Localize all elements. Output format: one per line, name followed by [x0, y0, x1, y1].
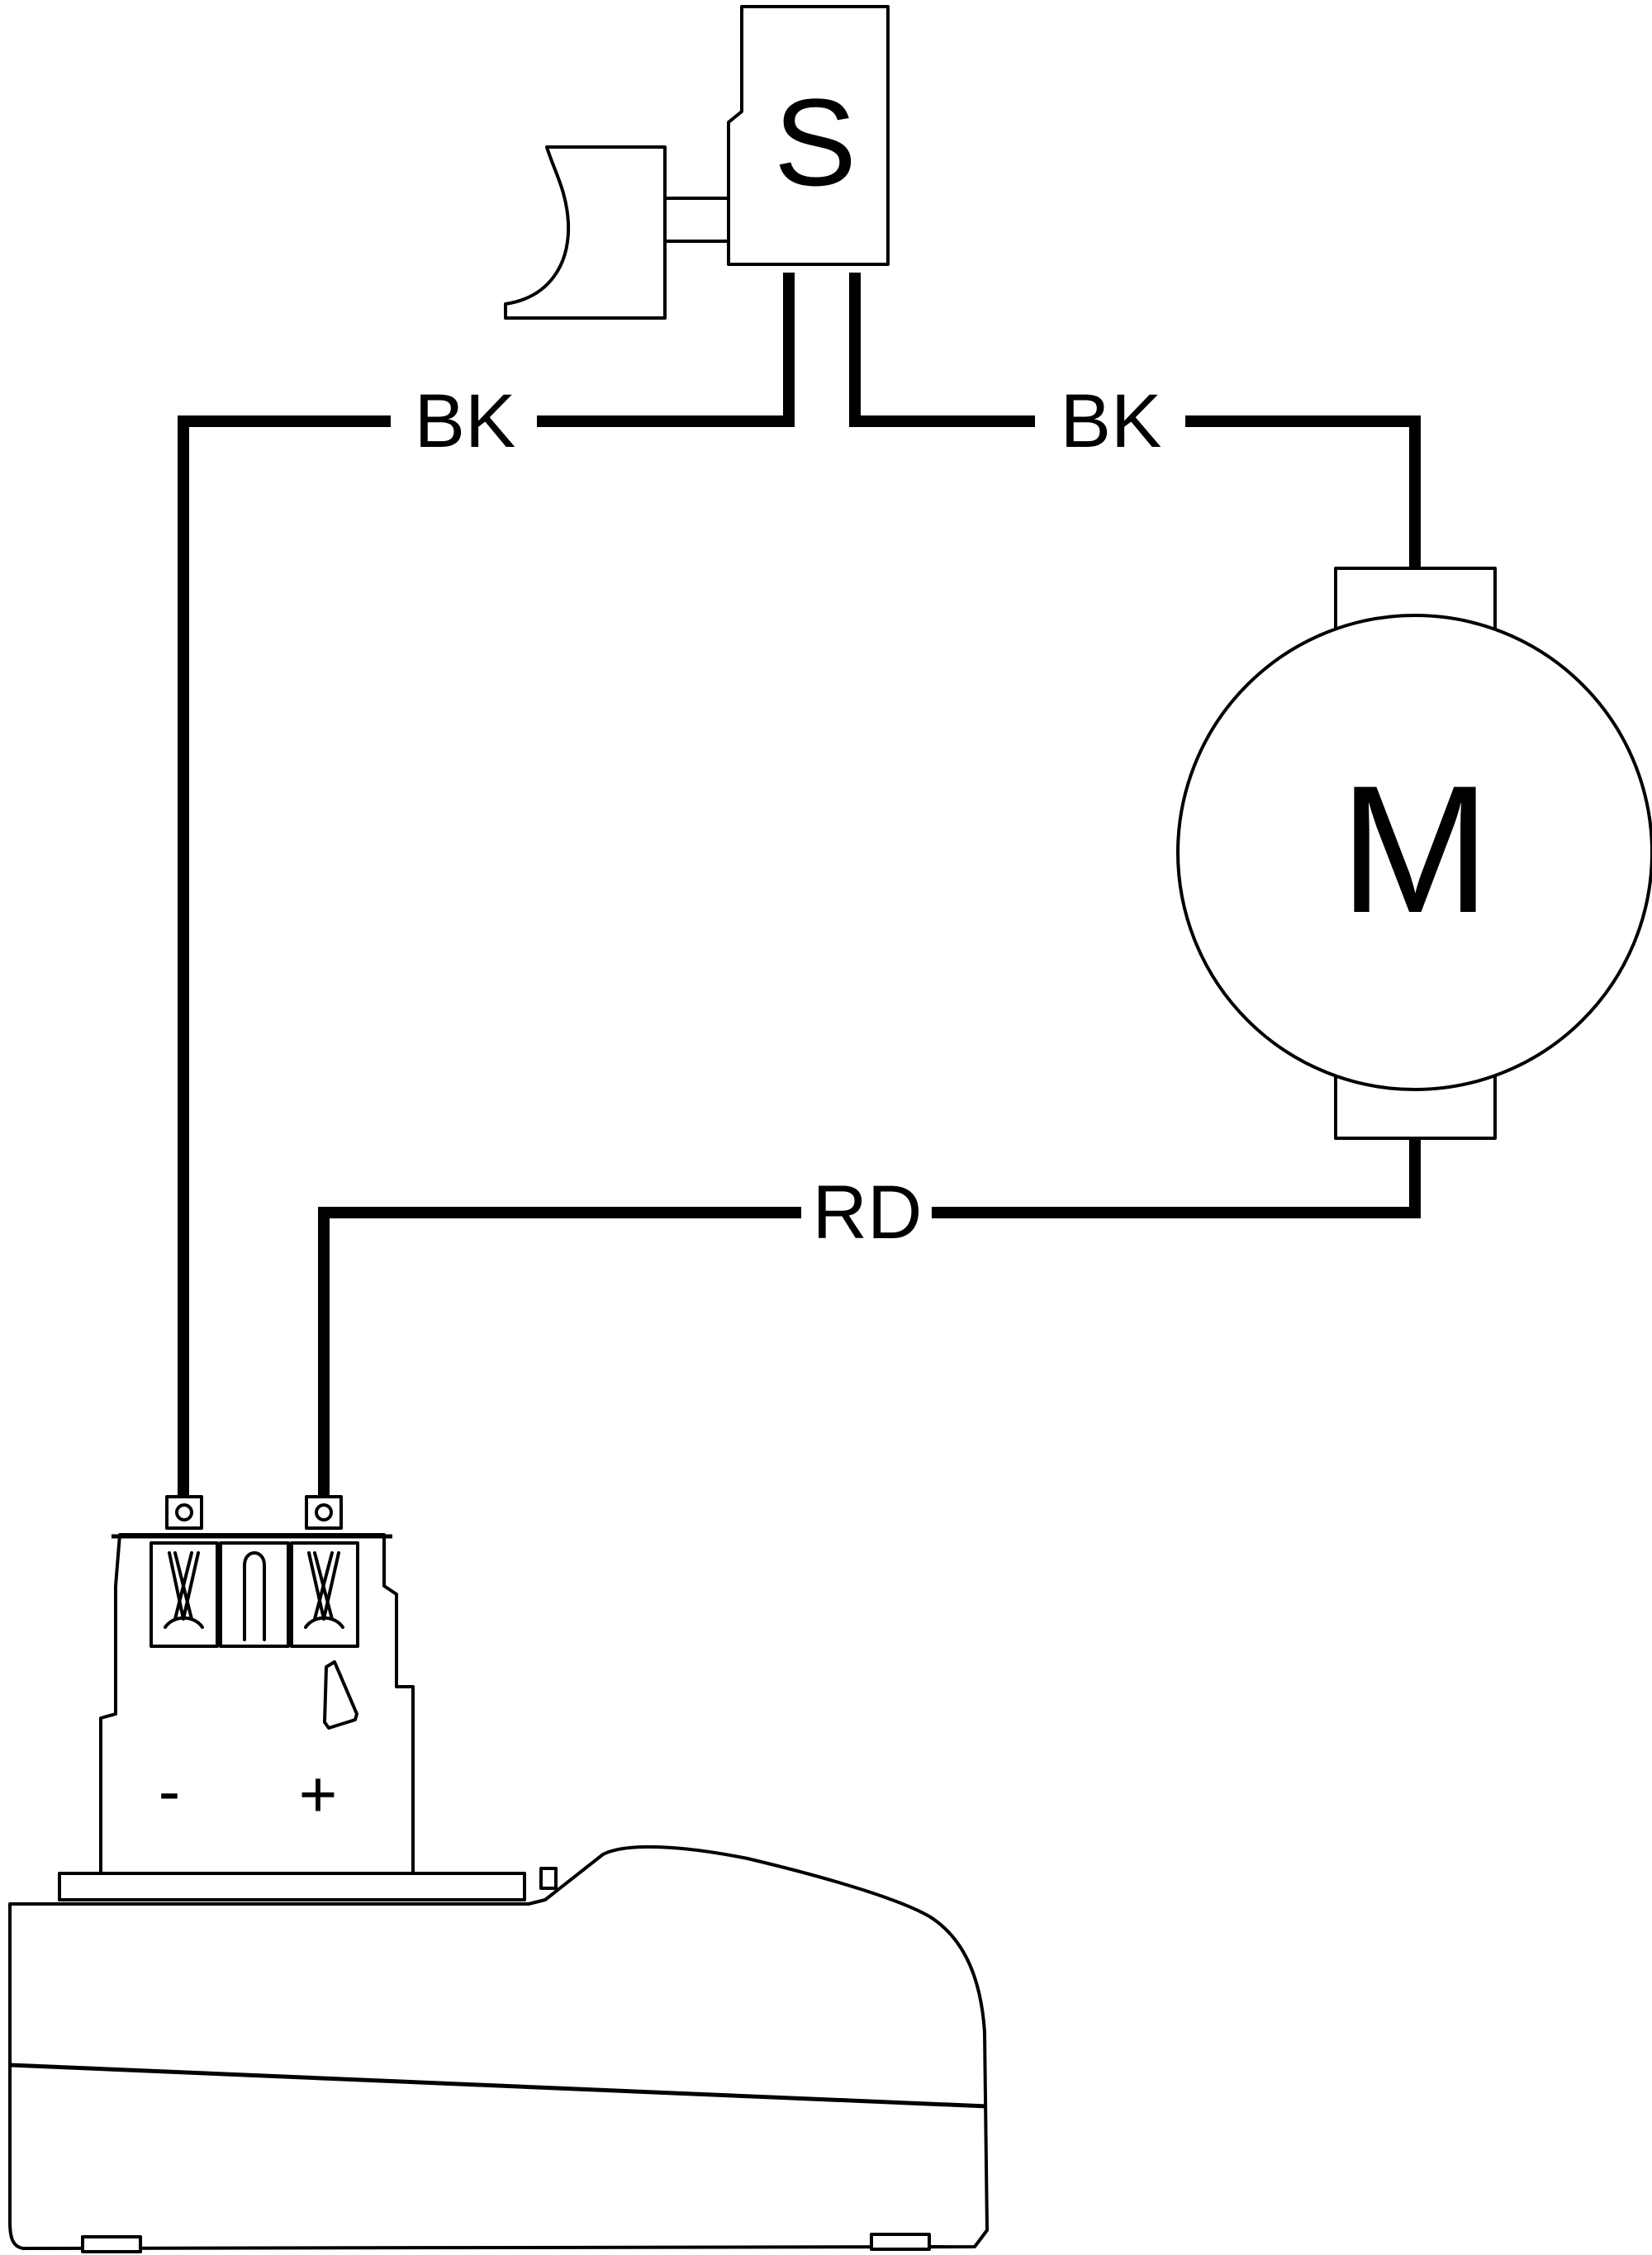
contact-spring-plus: [304, 1551, 344, 1629]
motor-label: M: [1339, 748, 1490, 951]
triangle-indicator-icon: [323, 1660, 358, 1730]
battery-foot-right: [870, 2233, 931, 2251]
wire-label-bk-right: BK: [1061, 379, 1162, 463]
battery-base: [8, 1844, 989, 2250]
battery-foot-left: [81, 2235, 142, 2253]
battery-rail: [58, 1872, 526, 1901]
terminal-tab-minus-hole: [175, 1503, 193, 1522]
contact-spring-minus: [164, 1551, 204, 1629]
terminal-tab-plus-hole: [315, 1503, 333, 1522]
wire-label-bk-left: BK: [415, 379, 516, 463]
battery-base-seam: [9, 2063, 988, 2109]
switch-body: [727, 5, 890, 266]
wire-bk-left-to-battery: [178, 415, 391, 1495]
motor-body: [1176, 614, 1652, 1091]
trigger-switch: S: [504, 5, 890, 320]
polarity-minus: -: [159, 1754, 181, 1828]
terminal-tab-minus: [165, 1495, 203, 1530]
wire-bk-right-to-switch: [849, 273, 1035, 427]
battery-pack: - +: [8, 1495, 989, 2253]
switch-label: S: [774, 73, 857, 211]
motor: M: [1176, 567, 1652, 1140]
wire-rd-to-battery: [318, 1207, 801, 1495]
terminal-tab-plus: [305, 1495, 343, 1530]
wire-rd-from-motor: [932, 1136, 1421, 1218]
battery-latch-tab: [539, 1867, 558, 1890]
polarity-plus: +: [299, 1758, 338, 1831]
trigger-icon: [504, 145, 667, 320]
terminal-slot-middle: [219, 1541, 290, 1648]
contact-middle: [243, 1551, 266, 1641]
wire-bk-left-to-switch: [537, 273, 795, 427]
wire-bk-right-to-motor: [1185, 415, 1421, 570]
switch-shaft: [663, 197, 730, 243]
wire-label-rd: RD: [813, 1170, 923, 1255]
